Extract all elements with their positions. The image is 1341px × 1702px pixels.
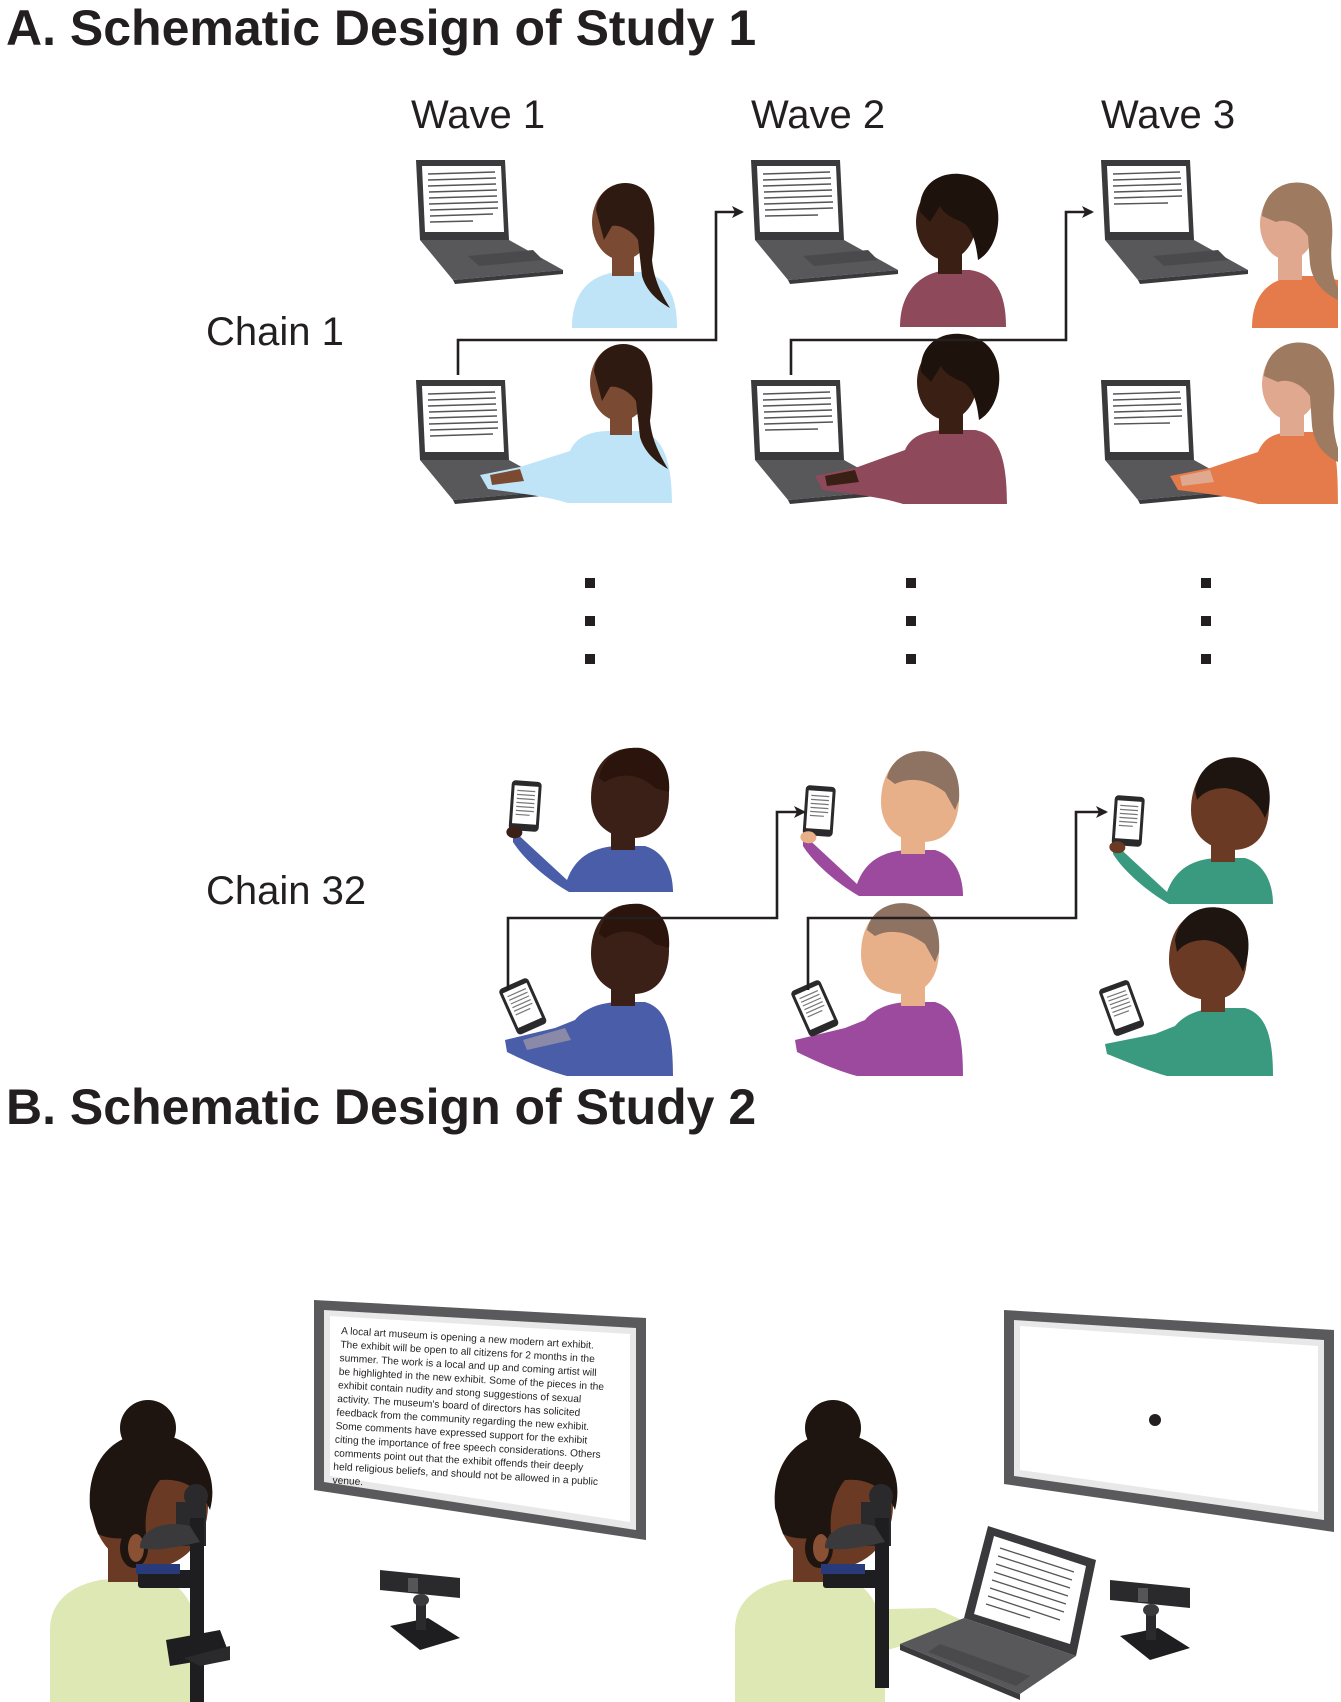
participant-avatar xyxy=(513,747,673,892)
participant-avatar xyxy=(480,343,672,503)
phone-icon xyxy=(1099,980,1145,1036)
participant-avatar xyxy=(1252,182,1338,328)
stimulus-monitor: A local art museum is opening a new mode… xyxy=(314,1300,646,1540)
phone-icon xyxy=(506,780,542,839)
participant-avatar xyxy=(572,182,677,328)
laptop-icon xyxy=(751,160,898,284)
laptop-icon xyxy=(416,160,563,284)
phone-icon xyxy=(499,978,547,1035)
participant-avatar xyxy=(1113,757,1273,904)
laptop-icon xyxy=(1101,160,1248,284)
chain-label-32: Chain 32 xyxy=(206,869,366,913)
fixation-dot xyxy=(1149,1414,1161,1426)
eye-tracker-icon xyxy=(1110,1580,1190,1660)
phone-icon xyxy=(1109,795,1145,854)
stimulus-text: A local art museum is opening a new mode… xyxy=(332,1326,604,1488)
wave-label-1: Wave 1 xyxy=(411,93,545,137)
section-b-heading: B. Schematic Design of Study 2 xyxy=(6,1079,757,1135)
chain-1-transmission-arrow xyxy=(456,206,744,375)
wave-label-3: Wave 3 xyxy=(1101,93,1235,137)
participant-avatar xyxy=(505,903,673,1076)
participant-avatar xyxy=(1105,907,1273,1076)
eye-tracker-icon xyxy=(380,1570,460,1650)
participant-avatar xyxy=(1170,342,1338,504)
chain-label-1: Chain 1 xyxy=(206,310,344,354)
participant-avatar xyxy=(803,751,963,896)
ellipsis-dots xyxy=(585,578,1211,664)
phone-icon xyxy=(800,785,836,844)
participant-avatar xyxy=(815,333,1007,504)
participant-with-chinrest xyxy=(735,1400,975,1702)
chain-32-transmission-arrow xyxy=(506,806,806,990)
laptop-icon xyxy=(900,1526,1096,1700)
chain-1-transmission-arrow xyxy=(789,206,1094,375)
participant-avatar xyxy=(900,173,1006,327)
participant-with-chinrest xyxy=(50,1400,230,1702)
stimulus-line: venue. xyxy=(332,1475,363,1488)
laptop-icon xyxy=(416,380,563,504)
phone-icon xyxy=(791,980,839,1037)
section-a-heading: A. Schematic Design of Study 1 xyxy=(6,0,757,56)
wave-label-2: Wave 2 xyxy=(751,93,885,137)
fixation-monitor xyxy=(1004,1310,1334,1532)
chain-32-transmission-arrow xyxy=(806,806,1108,990)
